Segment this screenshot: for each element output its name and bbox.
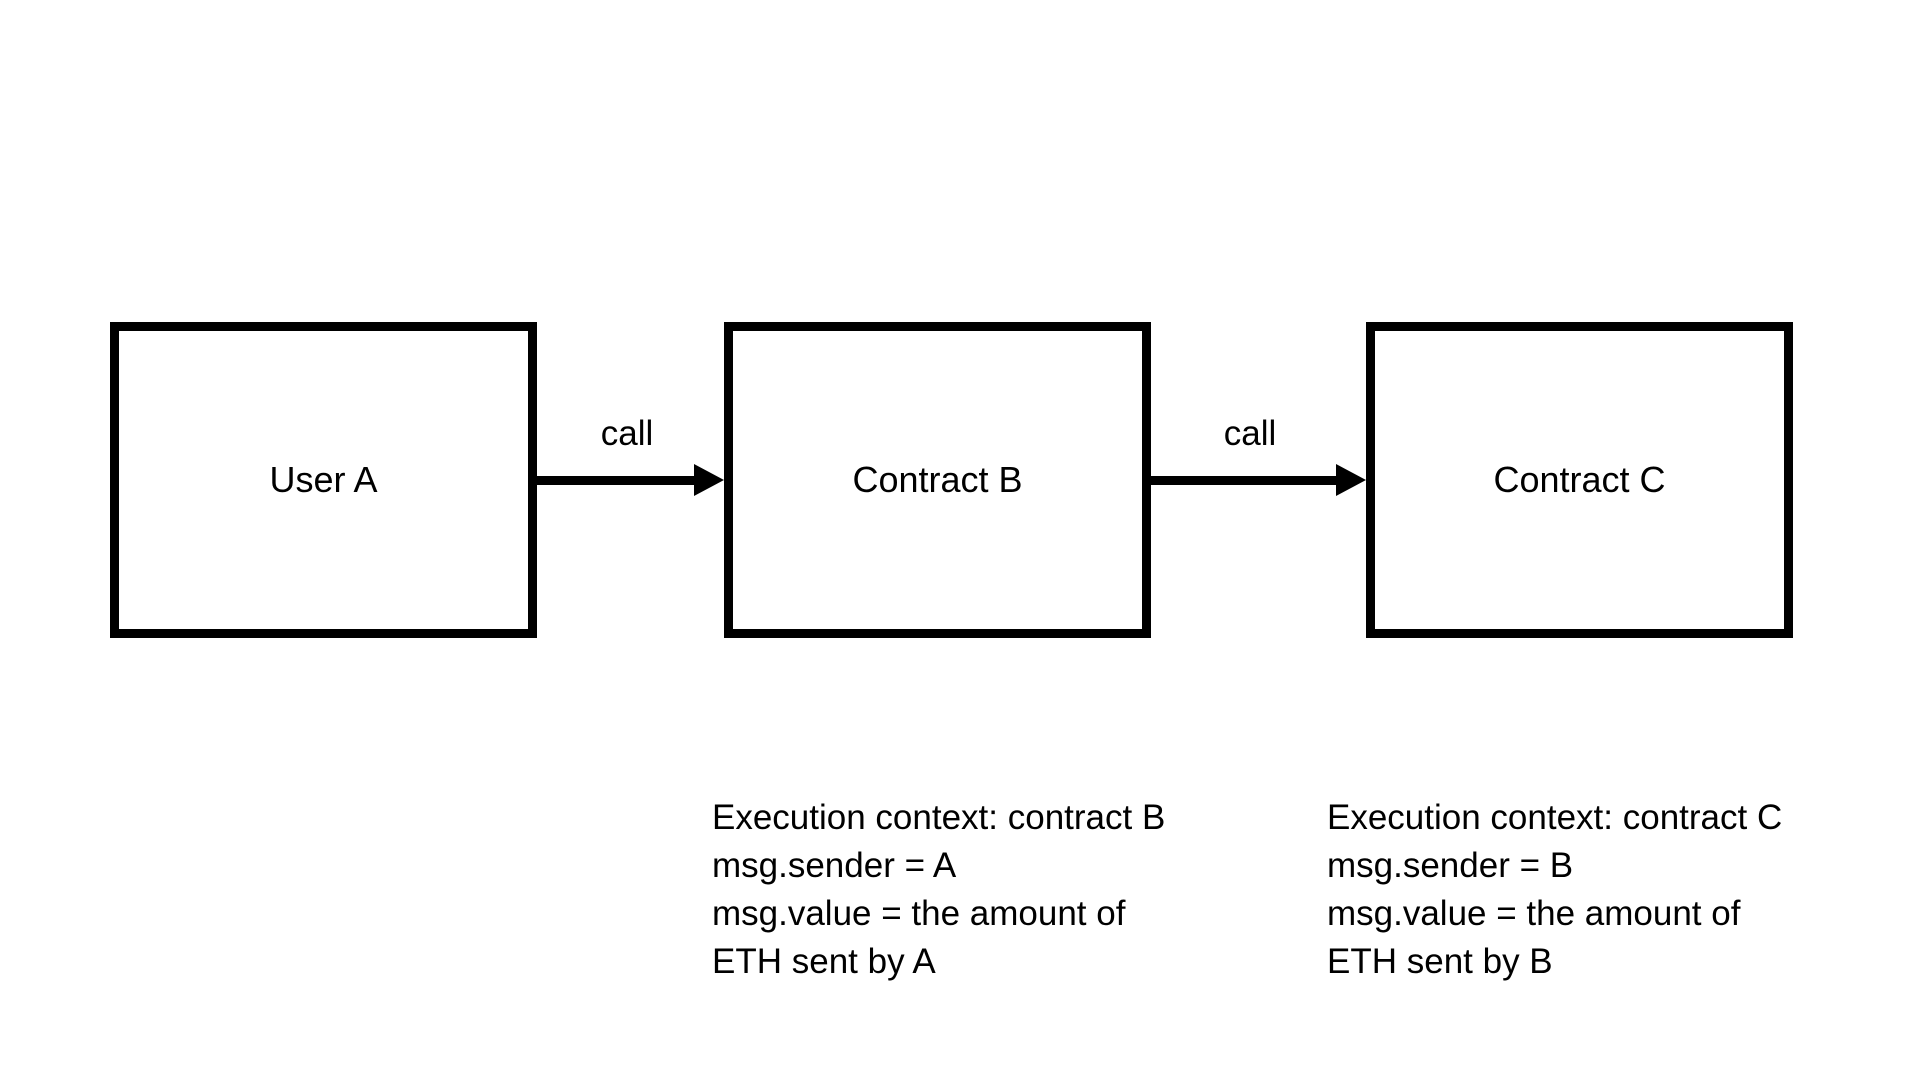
node-user-a-label: User A <box>269 459 378 500</box>
context-note-contract-b: Execution context: contract B msg.sender… <box>712 794 1232 986</box>
note-c-line: msg.value = the amount of <box>1327 894 1741 933</box>
node-contract-b: Contract B <box>724 322 1151 638</box>
note-c-line: Execution context: contract C <box>1327 798 1783 837</box>
edge-b-to-c-label: call <box>1223 414 1277 453</box>
node-contract-c-label: Contract C <box>1493 459 1666 500</box>
note-b-line: msg.sender = A <box>712 846 957 885</box>
node-user-a: User A <box>110 322 537 638</box>
edge-a-to-b-label: call <box>600 414 654 453</box>
node-contract-c: Contract C <box>1366 322 1793 638</box>
note-b-line: ETH sent by A <box>712 942 936 981</box>
note-b-line: msg.value = the amount of <box>712 894 1126 933</box>
note-c-line: ETH sent by B <box>1327 942 1553 981</box>
edge-b-to-c-line <box>1151 476 1337 485</box>
note-c-line: msg.sender = B <box>1327 846 1574 885</box>
context-note-contract-c: Execution context: contract C msg.sender… <box>1327 794 1847 986</box>
node-contract-b-label: Contract B <box>852 459 1023 500</box>
edge-a-to-b-arrowhead <box>694 464 724 496</box>
edge-b-to-c-arrowhead <box>1336 464 1366 496</box>
edge-a-to-b-line <box>537 476 695 485</box>
note-b-line: Execution context: contract B <box>712 798 1166 837</box>
